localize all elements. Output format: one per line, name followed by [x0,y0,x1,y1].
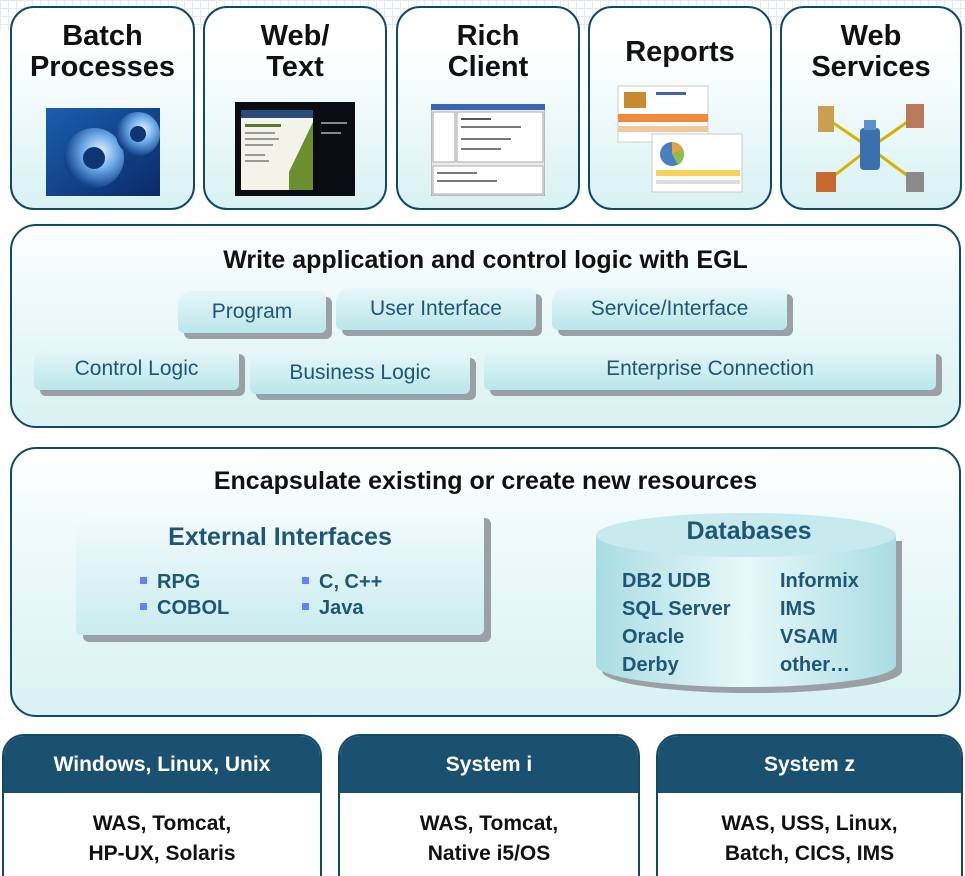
database-item: DB2 UDB [622,570,711,592]
external-interfaces-box: External Interfaces RPG C, C++ COBOL Jav… [76,511,484,635]
platform-line: HP-UX, Solaris [88,842,236,865]
database-cylinder-icon [596,513,902,693]
list-item: RPG [140,571,200,594]
tile-rich-client: Rich Client [396,6,580,210]
database-item: IMS [780,598,816,620]
tile-title: Batch Processes [29,20,176,83]
list-item: Java [302,597,364,620]
chip-control-logic: Control Logic [34,348,239,390]
databases-cylinder: Databases DB2 UDB SQL Server Oracle Derb… [594,511,904,695]
platform-line: Native i5/OS [427,842,551,865]
database-item: Derby [622,654,679,676]
gears-icon [45,108,160,196]
list-item: C, C++ [302,571,382,594]
database-item: Oracle [622,626,685,648]
platform-line: Batch, CICS, IMS [724,842,895,865]
databases-col1: DB2 UDB SQL Server Oracle Derby [622,567,731,679]
bullet-icon [302,577,309,584]
tile-title: Web Services [811,20,931,83]
chip-enterprise-connection: Enterprise Connection [484,348,936,390]
tile-reports: Reports [588,6,772,210]
bullet-icon [140,577,147,584]
chip-user-interface: User Interface [336,288,536,330]
bullet-icon [140,603,147,610]
database-item: SQL Server [622,598,731,620]
report-document-icon [616,84,744,196]
platform-line: WAS, Tomcat, [419,812,559,835]
platform-details: WAS, Tomcat, Native i5/OS [340,809,638,869]
list-item: COBOL [140,597,229,620]
chip-business-logic: Business Logic [250,352,470,394]
platform-header: Windows, Linux, Unix [4,736,320,793]
tile-web-text: Web/ Text [203,6,387,210]
chip-service-interface: Service/Interface [552,288,787,330]
tile-title: Rich Client [447,20,529,83]
platform-header: System z [658,736,961,793]
platform-header: System i [340,736,638,793]
database-item: other… [780,654,850,676]
external-interfaces-title: External Interfaces [168,523,392,551]
platform-details: WAS, Tomcat, HP-UX, Solaris [4,809,320,869]
database-item: Informix [780,570,859,592]
logic-panel-title: Write application and control logic with… [223,246,748,274]
platform-windows-linux-unix: Windows, Linux, Unix WAS, Tomcat, HP-UX,… [2,734,322,876]
databases-col2: Informix IMS VSAM other… [780,567,859,679]
logic-panel: Write application and control logic with… [10,224,961,428]
web-page-screenshot-icon [235,102,355,196]
rich-client-screenshot-icon [430,103,546,197]
chip-program: Program [178,291,326,333]
bullet-icon [302,603,309,610]
resources-panel-title: Encapsulate existing or create new resou… [213,467,758,495]
resources-panel: Encapsulate existing or create new resou… [10,447,961,717]
platform-details: WAS, USS, Linux, Batch, CICS, IMS [658,809,961,869]
platform-line: WAS, USS, Linux, [721,812,898,835]
platform-line: WAS, Tomcat, [92,812,232,835]
tile-web-services: Web Services [780,6,962,210]
platform-system-i: System i WAS, Tomcat, Native i5/OS [338,734,640,876]
database-item: VSAM [780,626,838,648]
tile-batch-processes: Batch Processes [10,6,195,210]
tile-title: Reports [625,36,735,68]
databases-title: Databases [686,517,812,545]
platform-system-z: System z WAS, USS, Linux, Batch, CICS, I… [656,734,963,876]
tile-title: Web/ Text [260,20,330,83]
web-services-network-icon [808,100,934,196]
